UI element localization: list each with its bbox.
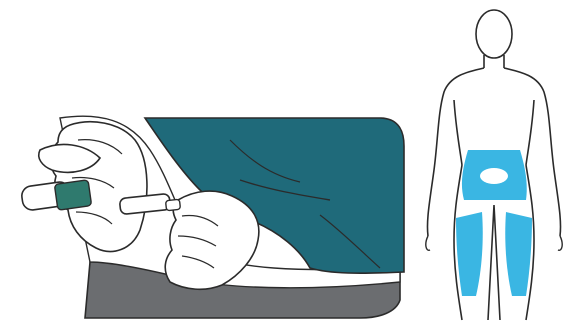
right-thigh-site: [505, 212, 532, 296]
body-outline-icon: [410, 0, 579, 322]
injection-illustration: [0, 0, 410, 322]
left-thigh-site: [456, 212, 483, 296]
pen-injection-icon: [0, 0, 410, 322]
navel-exclusion: [480, 168, 508, 184]
injection-sites-diagram: [410, 0, 579, 322]
